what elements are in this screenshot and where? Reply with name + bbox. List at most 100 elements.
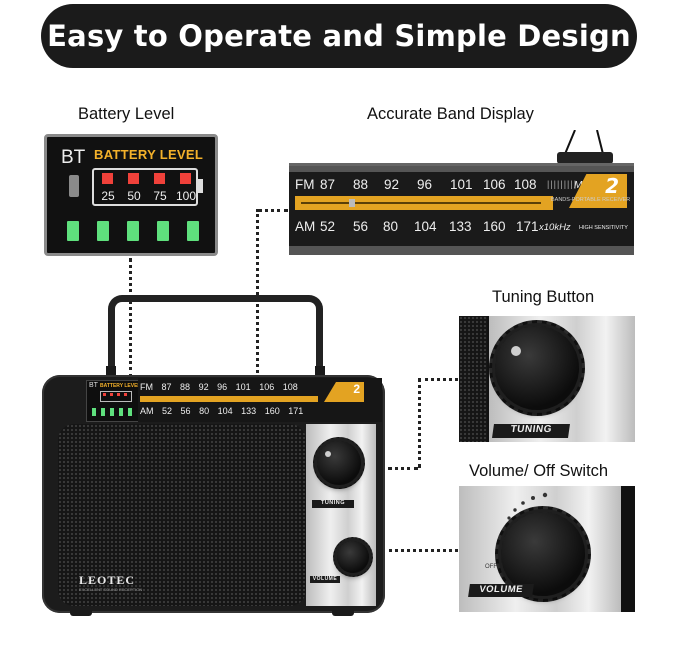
panel-edge bbox=[621, 486, 635, 612]
caption-battery-level: Battery Level bbox=[78, 105, 175, 123]
radio-am-scale: AM 52 56 80 104 133 160 171 bbox=[140, 406, 304, 416]
volume-scale-icon bbox=[507, 492, 548, 520]
status-led bbox=[97, 221, 109, 241]
status-led bbox=[101, 408, 105, 416]
radio-dial: FM 87 88 92 96 101 106 108 2 AM 52 56 80… bbox=[138, 378, 382, 422]
volume-knob[interactable] bbox=[501, 512, 585, 596]
connector-band bbox=[256, 209, 259, 379]
status-led bbox=[127, 221, 139, 241]
fm-value: 96 bbox=[417, 177, 433, 192]
carry-handle[interactable] bbox=[108, 295, 323, 375]
radio-foot bbox=[332, 610, 354, 616]
battery-icon bbox=[100, 391, 132, 402]
battery-led bbox=[110, 393, 113, 396]
battery-led bbox=[102, 173, 113, 184]
battery-level-label: BATTERY LEVEL bbox=[100, 383, 141, 389]
radio-tuning-label: TUNING bbox=[312, 500, 354, 508]
connector-volume bbox=[382, 549, 458, 552]
bluetooth-label: BT bbox=[89, 382, 98, 389]
volume-label: VOLUME bbox=[468, 584, 534, 597]
battery-terminal bbox=[198, 179, 203, 193]
bluetooth-indicator bbox=[69, 175, 79, 197]
am-unit: x10kHz bbox=[539, 222, 571, 233]
battery-level-100: 100 bbox=[175, 189, 197, 203]
fm-value: 106 bbox=[483, 177, 506, 192]
battery-led bbox=[117, 393, 120, 396]
am-value: 171 bbox=[516, 219, 539, 234]
am-value: 104 bbox=[414, 219, 437, 234]
fm-tick-marks: ||||||||| bbox=[547, 179, 578, 189]
caption-volume-switch: Volume/ Off Switch bbox=[469, 462, 609, 480]
off-label: OFF bbox=[485, 564, 497, 570]
fm-value: 87 bbox=[320, 177, 336, 192]
battery-level-label: BATTERY LEVEL bbox=[94, 147, 204, 162]
battery-level-50: 50 bbox=[127, 189, 141, 203]
handle-post bbox=[315, 366, 325, 380]
handle-post bbox=[106, 366, 116, 380]
tuning-label: TUNING bbox=[492, 424, 570, 438]
am-label: AM bbox=[295, 219, 316, 234]
radio-tuning-knob[interactable] bbox=[317, 441, 361, 485]
tuning-scale-line bbox=[301, 202, 541, 204]
status-led bbox=[119, 408, 123, 416]
status-led bbox=[110, 408, 114, 416]
status-led bbox=[128, 408, 132, 416]
band-display-panel: FM 87 88 92 96 101 106 108 ||||||||| MHz… bbox=[289, 163, 634, 255]
battery-led bbox=[103, 393, 106, 396]
radio-fm-scale: FM 87 88 92 96 101 106 108 bbox=[140, 382, 298, 392]
fm-value: 92 bbox=[384, 177, 400, 192]
panel-trim bbox=[289, 246, 634, 255]
connector-tuning bbox=[418, 378, 421, 468]
fm-value: 101 bbox=[450, 177, 473, 192]
panel-trim bbox=[289, 166, 634, 172]
status-led bbox=[157, 221, 169, 241]
status-led bbox=[92, 408, 96, 416]
knob-indicator-icon bbox=[325, 451, 331, 457]
fm-label: FM bbox=[295, 177, 315, 192]
battery-led bbox=[128, 173, 139, 184]
connector-band bbox=[258, 209, 288, 212]
connector-battery bbox=[129, 258, 132, 378]
am-value: 160 bbox=[483, 219, 506, 234]
brand-tagline: EXCELLENT SOUND RECEPTION bbox=[79, 587, 143, 592]
battery-led bbox=[124, 393, 127, 396]
am-value: 56 bbox=[353, 219, 369, 234]
caption-band-display: Accurate Band Display bbox=[367, 105, 534, 123]
battery-led bbox=[180, 173, 191, 184]
battery-led bbox=[154, 173, 165, 184]
bluetooth-label: BT bbox=[61, 147, 86, 168]
title-banner: Easy to Operate and Simple Design bbox=[41, 4, 637, 68]
tuning-knob[interactable] bbox=[495, 326, 579, 410]
battery-level-25: 25 bbox=[101, 189, 115, 203]
speaker-grille bbox=[459, 316, 487, 442]
am-value: 52 bbox=[320, 219, 336, 234]
battery-icon bbox=[92, 168, 198, 206]
radio-volume-knob[interactable] bbox=[337, 541, 369, 573]
fm-value: 88 bbox=[353, 177, 369, 192]
bands-badge-number: 2 bbox=[605, 174, 619, 198]
high-sensitivity-label: HIGH SENSITIVITY bbox=[579, 225, 628, 231]
radio-bands-badge: 2 bbox=[324, 382, 364, 402]
radio-foot bbox=[70, 610, 92, 616]
brand-logo: LEOTEC bbox=[79, 573, 136, 587]
connector-tuning bbox=[388, 467, 418, 470]
am-value: 80 bbox=[383, 219, 399, 234]
connector-tuning bbox=[418, 378, 458, 381]
am-value: 133 bbox=[449, 219, 472, 234]
speaker-grille bbox=[58, 424, 306, 606]
radio-volume-label: VOLUME bbox=[310, 576, 340, 583]
fm-value: 108 bbox=[514, 177, 537, 192]
tuning-needle bbox=[349, 199, 355, 207]
radio-tuning-scale bbox=[140, 396, 318, 402]
radio-battery-indicator: BT BATTERY LEVEL bbox=[86, 380, 140, 422]
battery-level-75: 75 bbox=[153, 189, 167, 203]
status-led bbox=[67, 221, 79, 241]
caption-tuning-button: Tuning Button bbox=[492, 288, 595, 306]
tuning-button-closeup: TUNING bbox=[459, 316, 635, 442]
battery-level-panel: BT BATTERY LEVEL 25 50 75 100 bbox=[44, 134, 218, 256]
bands-badge-text: BANDS-PORTABLE RECEIVER bbox=[551, 197, 631, 203]
status-led bbox=[187, 221, 199, 241]
antenna-cord-icon bbox=[557, 130, 613, 164]
volume-switch-closeup: OFF VOLUME bbox=[459, 486, 635, 612]
knob-indicator-icon bbox=[511, 346, 521, 356]
